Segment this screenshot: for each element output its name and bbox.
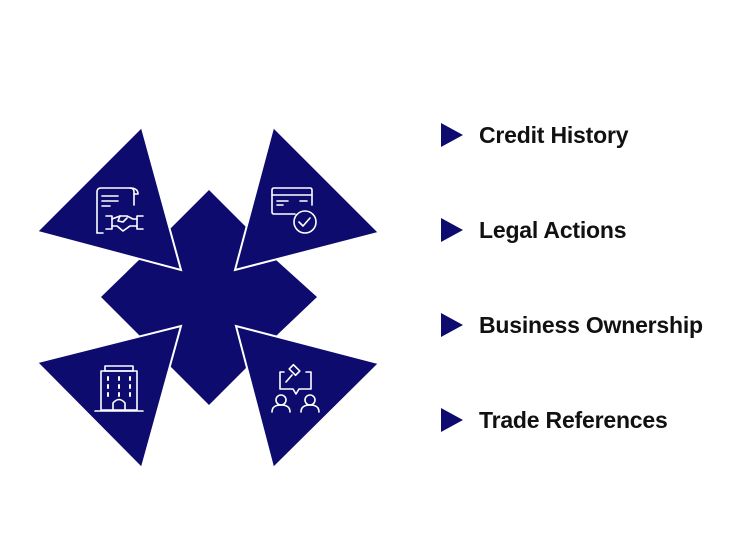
list-item-business-ownership: Business Ownership <box>441 312 703 338</box>
legal-gavel-people-icon <box>271 363 320 413</box>
list-item-legal-actions: Legal Actions <box>441 217 627 243</box>
list-item-trade-references: Trade References <box>441 407 668 433</box>
list-item-label: Credit History <box>479 122 629 148</box>
triangle-bottom-left <box>38 326 181 467</box>
triangle-bullet-icon <box>441 123 463 147</box>
triangle-bullet-icon <box>441 218 463 242</box>
list-item-label: Trade References <box>479 407 668 433</box>
triangle-top-right <box>235 128 378 270</box>
office-building-icon <box>94 365 144 412</box>
triangle-top-left <box>38 128 181 270</box>
contract-handshake-icon <box>96 187 144 234</box>
triangle-bullet-icon <box>441 408 463 432</box>
list-item-label: Legal Actions <box>479 217 627 243</box>
credit-card-check-icon <box>271 187 317 234</box>
center-star-shape <box>101 190 317 405</box>
four-factor-star-diagram <box>37 127 379 468</box>
triangle-bullet-icon <box>441 313 463 337</box>
list-item-label: Business Ownership <box>479 312 703 338</box>
list-item-credit-history: Credit History <box>441 122 628 148</box>
